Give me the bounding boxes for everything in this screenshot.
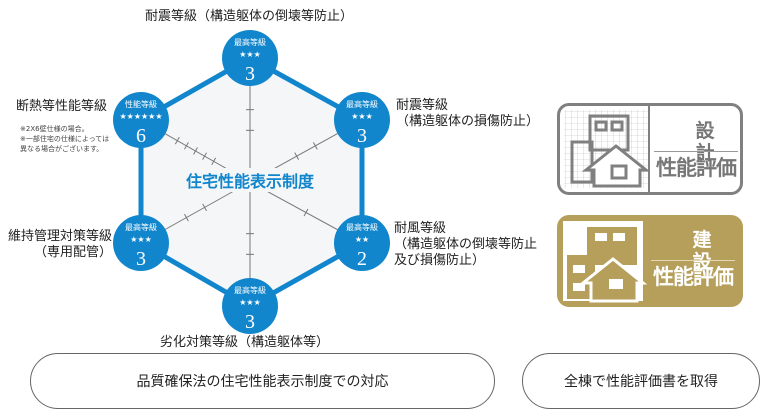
axis-tick xyxy=(174,136,180,145)
grade-circle xyxy=(113,215,169,271)
axis-tick xyxy=(202,203,207,212)
grade-circle xyxy=(113,92,169,148)
footer-left-caption: 品質確保法の住宅性能表示制度での対応 xyxy=(30,353,495,409)
grade-heading: 最高等級 xyxy=(346,222,378,232)
center-title: 住宅性能表示制度 xyxy=(175,168,325,192)
grade-node: 最高等級 ★★★ 3 xyxy=(222,30,278,86)
grade-circle xyxy=(222,30,278,86)
grade-number: 3 xyxy=(136,248,146,270)
grade-number: 3 xyxy=(357,125,367,147)
grade-circle xyxy=(222,278,278,334)
label-line: 耐風等級 xyxy=(394,221,447,236)
label-seismic-collapse: 耐震等級（構造躯体の倒壊等防止） xyxy=(145,9,353,25)
label-wind: 耐風等級（構造躯体の倒壊等防止及び損傷防止） xyxy=(394,221,537,269)
label-line: 及び損傷防止） xyxy=(394,253,486,268)
grade-number: 2 xyxy=(357,248,367,270)
grade-stars: ★★★ xyxy=(239,50,261,59)
house-grid-icon xyxy=(564,110,650,188)
label-seismic-damage: 耐震等級（構造躯体の損傷防止） xyxy=(396,98,539,130)
grade-stars: ★★★★★★ xyxy=(119,112,162,121)
grade-node: 最高等級 ★★ 2 xyxy=(334,215,390,271)
axis-tick xyxy=(211,157,217,166)
label-line: 耐震等級 xyxy=(396,98,449,113)
label-line: 維持管理対策等級 xyxy=(7,229,112,244)
grade-stars: ★★★ xyxy=(351,112,373,121)
label-line: 劣化対策等級（構造躯体等） xyxy=(160,335,330,350)
grade-node: 最高等級 ★★★ 3 xyxy=(222,278,278,334)
label-line: 耐震等級（構造躯体の倒壊等防止） xyxy=(145,9,354,24)
design-evaluation-badge: 設計 性能評価 xyxy=(557,103,743,195)
footnote: ※2X6壁仕様の場合。 ※一部住宅の仕様によっては異なる場合がございます。 xyxy=(20,124,109,154)
label-line: （構造躯体の損傷防止） xyxy=(396,114,540,129)
note-line: 異なる場合がございます。 xyxy=(20,145,104,153)
grade-heading: 最高等級 xyxy=(234,37,266,47)
axis-tick xyxy=(184,213,189,222)
label-line: （専用配管） xyxy=(33,245,112,260)
grade-stars: ★★★ xyxy=(239,298,261,307)
label-insulation: 断熱等性能等級 xyxy=(16,99,107,115)
house-icon xyxy=(563,221,647,303)
grade-stars: ★★★ xyxy=(130,235,152,244)
grade-number: 3 xyxy=(245,311,255,333)
badge-bottom-text: 性能評価 xyxy=(653,265,734,289)
grade-heading: 最高等級 xyxy=(125,222,157,232)
label-line: （構造躯体の倒壊等防止 xyxy=(394,237,538,252)
construction-evaluation-badge: 建設 性能評価 xyxy=(557,215,743,307)
note-line: ※2X6壁仕様の場合。 xyxy=(20,125,89,133)
badge-top-text: 建設 xyxy=(692,229,726,273)
grade-number: 3 xyxy=(245,63,255,85)
axis-tick xyxy=(184,142,189,150)
axis-tick xyxy=(312,142,318,150)
grade-node: 最高等級 ★★★ 3 xyxy=(334,92,390,148)
grade-node: 性能等級 ★★★★★★ 6 xyxy=(113,92,169,148)
grade-node: 最高等級 ★★★ 3 xyxy=(113,215,169,271)
badge-top-text: 設計 xyxy=(695,120,729,164)
axis-tick xyxy=(202,152,207,160)
badge-bottom-text: 性能評価 xyxy=(656,156,737,180)
label-deterioration: 劣化対策等級（構造躯体等） xyxy=(160,335,329,351)
grade-circle xyxy=(334,92,390,148)
grade-stars: ★★ xyxy=(355,235,369,244)
grade-number: 6 xyxy=(136,125,146,147)
grade-heading: 最高等級 xyxy=(234,285,266,295)
axis-tick xyxy=(193,147,198,155)
axis-tick xyxy=(303,208,309,217)
note-line: ※一部住宅の仕様によっては xyxy=(20,135,110,143)
grade-heading: 性能等級 xyxy=(125,99,157,109)
grade-heading: 最高等級 xyxy=(346,99,378,109)
label-line: 断熱等性能等級 xyxy=(16,99,108,114)
axis-tick xyxy=(294,152,300,160)
footer-right-caption: 全棟で性能評価書を取得 xyxy=(522,353,760,409)
grade-circle xyxy=(334,215,390,271)
label-maintenance: 維持管理対策等級（専用配管） xyxy=(2,229,112,261)
